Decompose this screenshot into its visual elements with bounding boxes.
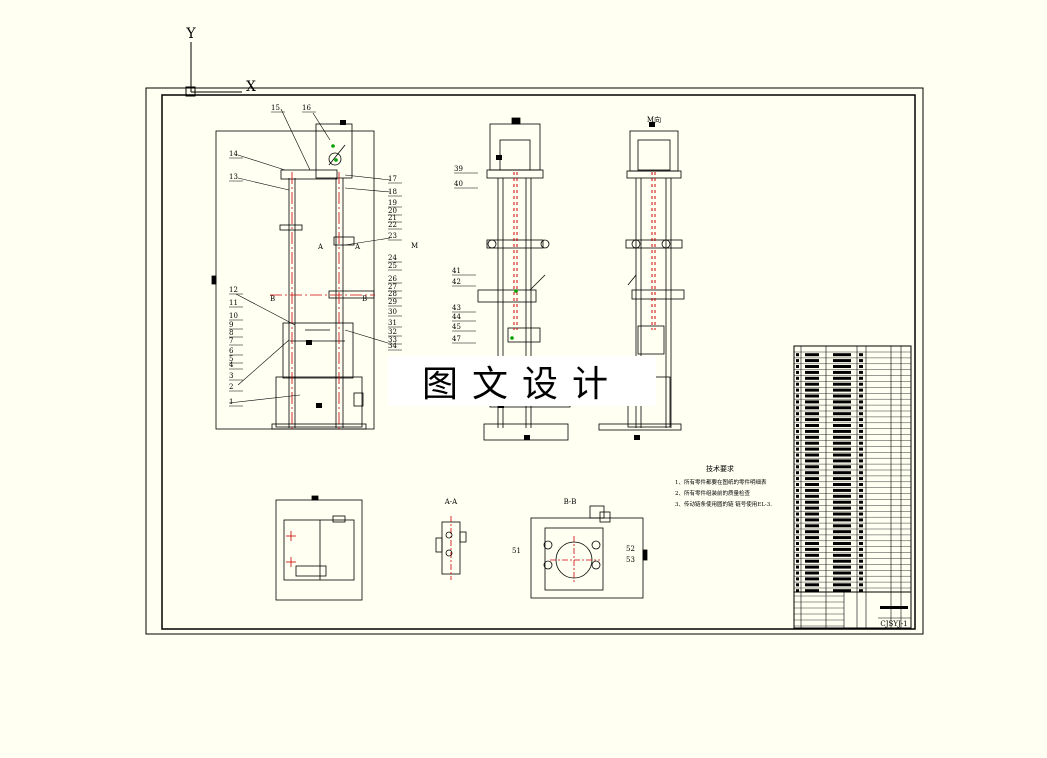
tech-requirement-line-2: 2、所有零件组装前的质量检查: [675, 489, 751, 497]
section-mark-b-left: B: [270, 295, 275, 303]
part-label-18: 18: [388, 188, 397, 196]
part-label-34: 34: [388, 342, 397, 350]
front-view-center-lines: [270, 172, 375, 432]
part-label-26: 26: [388, 275, 397, 283]
part-label-47: 47: [452, 335, 461, 343]
sheet-inner-frame: [161, 94, 916, 630]
part-label-19: 19: [388, 199, 397, 207]
part-label-33: 33: [388, 336, 397, 344]
part-label-40: 40: [454, 180, 463, 188]
part-label-7: 7: [229, 337, 233, 345]
part-label-25: 25: [388, 262, 397, 270]
ucs-y-label: Y: [185, 26, 196, 42]
part-label-43: 43: [452, 304, 461, 312]
part-label-44: 44: [452, 313, 461, 321]
section-mark-b-right: B: [362, 295, 367, 303]
view-title-m: M向: [647, 115, 661, 124]
side-view-middle-chain: [513, 172, 518, 330]
tech-requirements-title: 技术要求: [706, 464, 734, 473]
part-label-12: 12: [229, 286, 238, 294]
part-label-9: 9: [229, 321, 233, 329]
view-title-aa: A-A: [444, 498, 458, 506]
part-label-21: 21: [388, 214, 397, 222]
part-label-27: 27: [388, 283, 397, 291]
part-label-5: 5: [229, 355, 233, 363]
part-label-4: 4: [229, 361, 234, 369]
part-label-16: 16: [302, 104, 311, 112]
part-label-22: 22: [388, 221, 397, 229]
part-label-14: 14: [229, 150, 238, 158]
part-label-51: 51: [512, 547, 521, 555]
section-bb-center: [550, 536, 600, 584]
part-label-41: 41: [452, 267, 461, 275]
ucs-icon: [185, 42, 242, 97]
part-label-31: 31: [388, 319, 397, 327]
side-view-right: [598, 130, 685, 431]
plan-view-marks: [286, 531, 296, 567]
tech-requirement-line-3: 3、传动链条使用圆的链 链号使用EL-3.: [675, 500, 772, 508]
part-label-6: 6: [229, 347, 234, 355]
part-label-23: 23: [388, 232, 397, 240]
part-label-8: 8: [229, 329, 233, 337]
part-label-1: 1: [229, 398, 233, 406]
part-label-32: 32: [388, 328, 397, 336]
sheet-outer-frame: [145, 87, 924, 635]
part-label-13: 13: [229, 173, 238, 181]
part-label-15: 15: [271, 104, 280, 112]
part-label-3: 3: [229, 372, 233, 380]
section-mark-a-left: A: [317, 243, 324, 251]
part-label-45: 45: [452, 323, 461, 331]
section-aa-view: [435, 516, 467, 580]
parts-list-table: [793, 345, 912, 629]
part-label-53: 53: [626, 556, 635, 564]
watermark: 图文设计: [388, 356, 656, 406]
part-label-2: 2: [229, 383, 233, 391]
part-label-30: 30: [388, 308, 397, 316]
part-label-42: 42: [452, 278, 461, 286]
part-label-39: 39: [454, 165, 463, 173]
view-title-bb: B-B: [564, 498, 577, 506]
side-view-right-chain: [651, 172, 656, 330]
part-label-28: 28: [388, 290, 397, 298]
ucs-x-label: X: [246, 79, 256, 95]
part-label-11: 11: [229, 299, 238, 307]
direction-mark-m: M: [411, 242, 418, 250]
part-label-10: 10: [229, 312, 238, 320]
drawing-number: CJSYJ-1: [880, 620, 907, 628]
front-view-leaders: [228, 108, 391, 404]
part-label-29: 29: [388, 298, 397, 306]
part-label-24: 24: [388, 254, 397, 262]
part-label-20: 20: [388, 207, 397, 215]
part-label-17: 17: [388, 175, 397, 183]
front-view: [211, 123, 375, 430]
section-mark-a-right: A: [354, 243, 361, 251]
parts-list-rows: [794, 351, 911, 627]
part-label-52: 52: [626, 545, 635, 553]
plan-view: [275, 495, 363, 601]
tech-requirement-line-1: 1、所有零件都要在图纸的零件明细表: [675, 478, 767, 486]
